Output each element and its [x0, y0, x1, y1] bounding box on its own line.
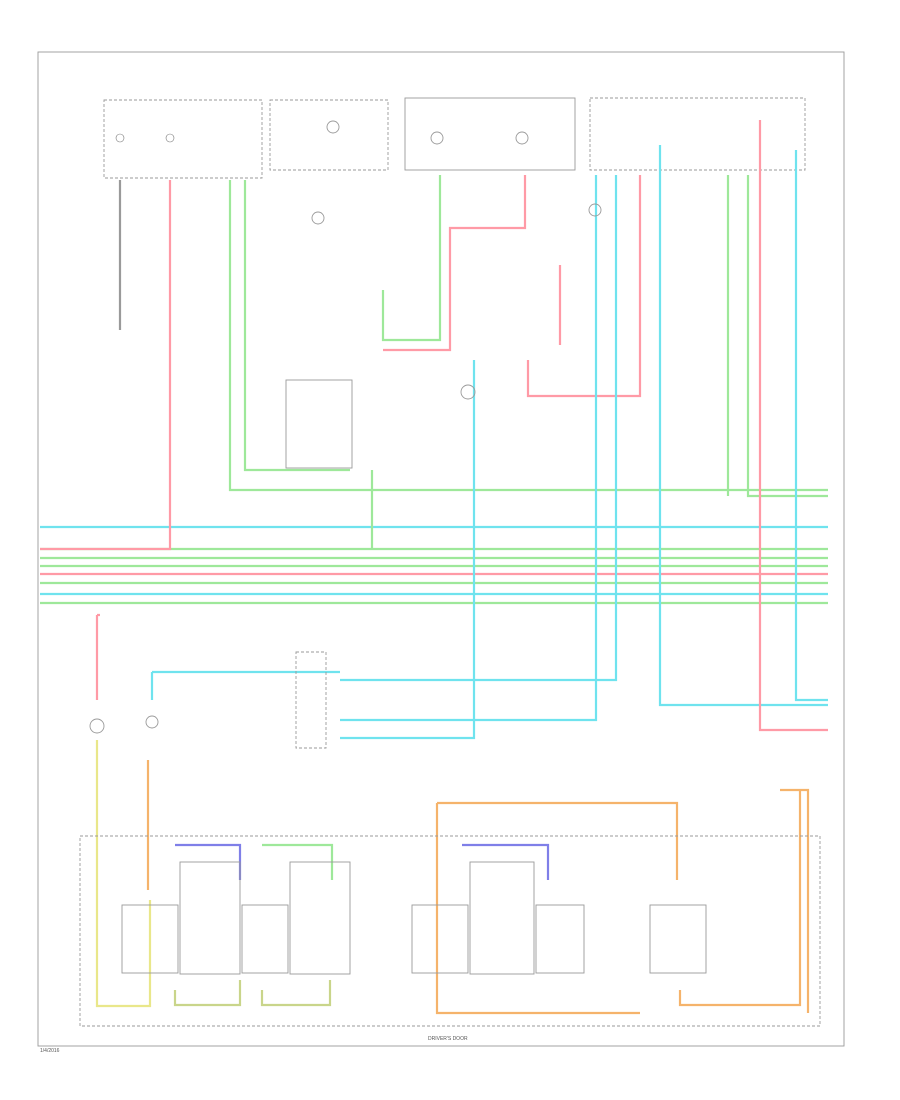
bottom-switch-8 [649, 904, 707, 974]
bottom-switch-1 [121, 904, 179, 974]
orange-left-mid [435, 803, 640, 1015]
blue-loop-left [175, 843, 242, 880]
bottom-switch-6 [469, 861, 535, 975]
switch-block [285, 203, 602, 469]
orange-far-right [780, 788, 810, 1013]
pink-drop-center [383, 175, 527, 352]
lower-center-bracket [295, 651, 327, 749]
olive-loop [173, 980, 242, 1007]
pink-lower-left [95, 613, 100, 700]
bottom-switch-4 [289, 861, 351, 975]
page-reference: 1/4/2016 [40, 1048, 60, 1054]
top-right-module [589, 97, 806, 171]
pink-vertical-left [40, 180, 172, 551]
bottom-switch-2 [179, 861, 241, 975]
green-drop-3 [381, 175, 442, 342]
green-right-2 [746, 175, 828, 498]
cyan-drop-1 [340, 175, 598, 722]
bottom-switch-5 [411, 904, 469, 974]
pink-right [758, 120, 828, 732]
cyan-right [794, 150, 828, 702]
bottom-switch-3 [241, 904, 289, 974]
top-left-module [103, 99, 263, 179]
diagram-border [37, 51, 845, 1047]
bottom-caption: DRIVER'S DOOR [428, 1036, 468, 1042]
orange-top-mid [437, 801, 679, 880]
cyan-drop-2 [340, 175, 618, 682]
green-drop-1 [228, 180, 828, 492]
bottom-switch-7 [535, 904, 585, 974]
cyan-drop-3 [658, 145, 828, 707]
top-right-center-module [404, 97, 576, 171]
cyan-switch-link [340, 360, 476, 740]
wire-group [40, 120, 828, 1015]
green-loop [262, 843, 334, 880]
pink-loop-right [526, 175, 642, 398]
lower-left-connector [89, 715, 159, 734]
olive-loop-2 [260, 980, 332, 1007]
yellow-lower-left [95, 740, 152, 1008]
green-drop-2 [243, 180, 350, 472]
top-center-module [269, 99, 389, 225]
blue-loop-right [462, 843, 550, 880]
driver-door-region [79, 835, 821, 1027]
orange-right [678, 790, 802, 1007]
